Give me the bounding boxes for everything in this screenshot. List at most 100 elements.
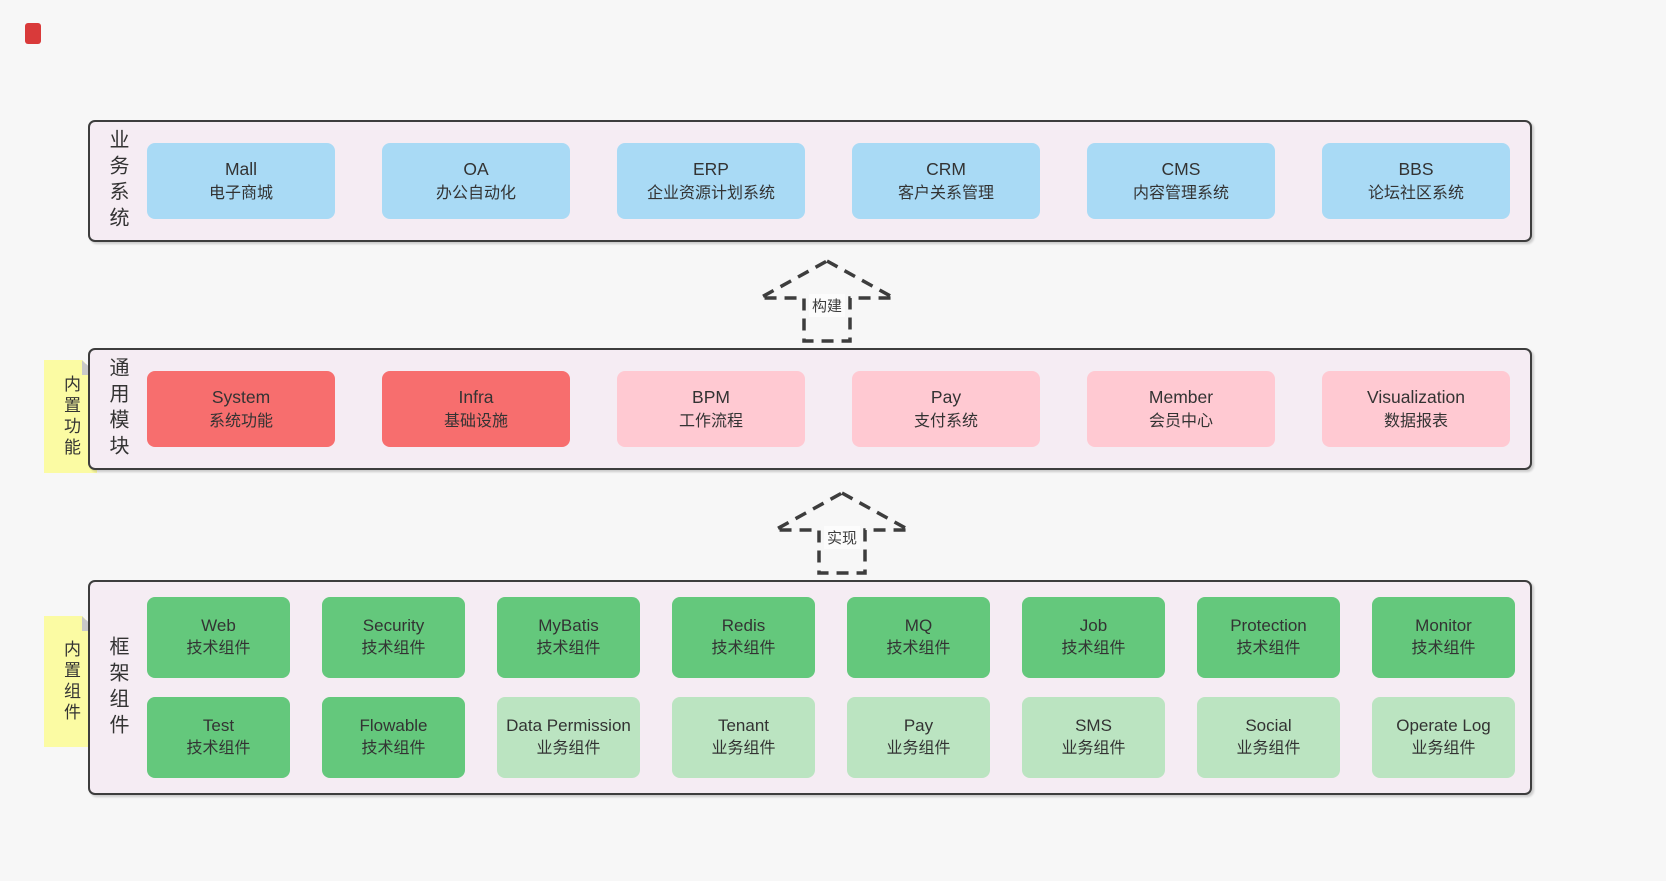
box-title: System (211, 386, 271, 407)
box-job: Job 技术组件 (1022, 597, 1165, 678)
box-subtitle: 业务组件 (1411, 740, 1476, 758)
box-cms: CMS 内容管理系统 (1087, 143, 1275, 219)
box-web: Web 技术组件 (147, 597, 290, 678)
box-security: Security 技术组件 (322, 597, 465, 678)
box-system: System 系统功能 (147, 371, 335, 447)
box-subtitle: 技术组件 (886, 640, 951, 658)
box-subtitle: 业务组件 (536, 740, 601, 758)
box-subtitle: 客户关系管理 (897, 185, 994, 203)
box-subtitle: 系统功能 (208, 413, 273, 431)
box-subtitle: 技术组件 (186, 740, 251, 758)
arrow-label: 实现 (823, 526, 861, 549)
box-subtitle: 内容管理系统 (1132, 185, 1229, 203)
up-arrow-icon (774, 491, 910, 575)
box-title: Job (1079, 616, 1108, 636)
box-title: Redis (721, 616, 766, 636)
box-title: Web (201, 616, 236, 636)
box-title: MQ (904, 616, 933, 636)
box-data-permission: Data Permission 业务组件 (497, 697, 640, 778)
box-subtitle: 会员中心 (1148, 413, 1213, 431)
layer-label: 框架组件 (106, 635, 128, 740)
box-row: Test 技术组件 Flowable 技术组件 Data Permission … (147, 697, 1515, 778)
up-arrow-icon (759, 259, 895, 343)
box-title: Member (1148, 386, 1214, 407)
box-subtitle: 技术组件 (361, 740, 426, 758)
box-title: Pay (930, 386, 962, 407)
box-subtitle: 支付系统 (913, 413, 978, 431)
box-title: Flowable (359, 716, 428, 736)
sticky-tag-label: 内置组件 (61, 639, 80, 724)
box-mybatis: MyBatis 技术组件 (497, 597, 640, 678)
box-title: Monitor (1415, 616, 1472, 636)
box-flowable: Flowable 技术组件 (322, 697, 465, 778)
box-redis: Redis 技术组件 (672, 597, 815, 678)
box-pay-module: Pay 支付系统 (852, 371, 1040, 447)
box-row: System 系统功能 Infra 基础设施 BPM 工作流程 Pay 支付系统… (147, 371, 1510, 447)
box-subtitle: 业务组件 (1236, 740, 1301, 758)
box-title: OA (463, 158, 489, 179)
box-subtitle: 技术组件 (1236, 640, 1301, 658)
component-grid: Web 技术组件 Security 技术组件 MyBatis 技术组件 Redi… (147, 597, 1515, 778)
box-monitor: Monitor 技术组件 (1372, 597, 1515, 678)
box-title: SMS (1075, 716, 1112, 736)
box-title: ERP (693, 158, 729, 179)
box-title: BPM (692, 386, 730, 407)
box-mq: MQ 技术组件 (847, 597, 990, 678)
box-subtitle: 电子商城 (208, 185, 273, 203)
box-oa: OA 办公自动化 (382, 143, 570, 219)
box-subtitle: 技术组件 (1061, 640, 1126, 658)
layer-common-modules: 通用模块 System 系统功能 Infra 基础设施 BPM 工作流程 Pay… (88, 348, 1532, 470)
box-member: Member 会员中心 (1087, 371, 1275, 447)
box-title: MyBatis (538, 616, 599, 636)
box-title: Test (202, 716, 235, 736)
box-mall: Mall 电子商城 (147, 143, 335, 219)
box-operate-log: Operate Log 业务组件 (1372, 697, 1515, 778)
box-subtitle: 技术组件 (1411, 640, 1476, 658)
box-title: Mall (224, 158, 258, 179)
layer-framework-components: 框架组件 Web 技术组件 Security 技术组件 MyBatis 技术组件… (88, 580, 1532, 795)
box-subtitle: 业务组件 (886, 740, 951, 758)
box-title: Pay (903, 716, 934, 736)
arrow-build: 构建 (757, 258, 897, 344)
box-bbs: BBS 论坛社区系统 (1322, 143, 1510, 219)
box-row: Mall 电子商城 OA 办公自动化 ERP 企业资源计划系统 CRM 客户关系… (147, 143, 1510, 219)
box-pay-component: Pay 业务组件 (847, 697, 990, 778)
box-subtitle: 论坛社区系统 (1367, 185, 1464, 203)
layer-label: 业务系统 (106, 129, 128, 233)
box-visualization: Visualization 数据报表 (1322, 371, 1510, 447)
box-title: Visualization (1367, 386, 1465, 407)
arrow-implement: 实现 (772, 490, 912, 576)
arrow-label: 构建 (808, 294, 846, 317)
box-title: Data Permission (506, 716, 631, 736)
box-bpm: BPM 工作流程 (617, 371, 805, 447)
layer-business-systems: 业务系统 Mall 电子商城 OA 办公自动化 ERP 企业资源计划系统 CRM… (88, 120, 1532, 242)
layer-label: 通用模块 (106, 357, 128, 461)
box-tenant: Tenant 业务组件 (672, 697, 815, 778)
box-row: Web 技术组件 Security 技术组件 MyBatis 技术组件 Redi… (147, 597, 1515, 678)
box-subtitle: 办公自动化 (435, 185, 516, 203)
box-subtitle: 数据报表 (1383, 413, 1448, 431)
box-subtitle: 基础设施 (443, 413, 508, 431)
red-marker (25, 23, 41, 44)
box-title: BBS (1398, 158, 1434, 179)
box-test: Test 技术组件 (147, 697, 290, 778)
box-protection: Protection 技术组件 (1197, 597, 1340, 678)
box-subtitle: 技术组件 (361, 640, 426, 658)
box-title: Tenant (717, 716, 770, 736)
box-social: Social 业务组件 (1197, 697, 1340, 778)
box-subtitle: 技术组件 (711, 640, 776, 658)
box-infra: Infra 基础设施 (382, 371, 570, 447)
box-title: CRM (926, 158, 966, 179)
box-sms: SMS 业务组件 (1022, 697, 1165, 778)
box-title: CMS (1161, 158, 1201, 179)
box-subtitle: 技术组件 (536, 640, 601, 658)
box-subtitle: 工作流程 (678, 413, 743, 431)
box-title: Social (1245, 716, 1292, 736)
box-erp: ERP 企业资源计划系统 (617, 143, 805, 219)
box-crm: CRM 客户关系管理 (852, 143, 1040, 219)
box-title: Protection (1230, 616, 1307, 636)
sticky-tag-label: 内置功能 (61, 374, 80, 459)
box-subtitle: 业务组件 (1061, 740, 1126, 758)
box-title: Security (362, 616, 425, 636)
